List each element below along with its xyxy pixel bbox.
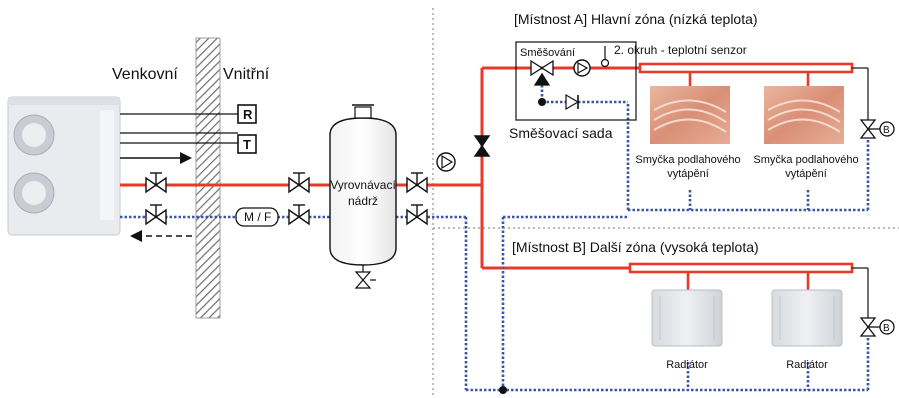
loop1-label-line1: Smyčka podlahového (635, 154, 740, 166)
valve-icon (146, 173, 166, 192)
valve-icon (146, 205, 166, 224)
sensor-r-label: R (243, 107, 253, 122)
manifold-b (630, 264, 852, 272)
zone-a-title: [Místnost A] Hlavní zóna (nízká teplota) (514, 11, 758, 27)
tank-label-line1: Vyrovnávací (330, 178, 396, 192)
tank-label-line2: nádrž (348, 194, 378, 208)
bypass-b-label: B (883, 323, 890, 334)
wall (196, 38, 220, 318)
junction-dot (499, 386, 507, 394)
mf-label: M / F (244, 210, 271, 224)
valve-icon (407, 173, 427, 192)
bypass-a-label: B (883, 125, 890, 136)
sensor-label: 2. okruh - teplotní senzor (614, 43, 747, 57)
thermometer-icon (602, 46, 609, 67)
pump-icon (437, 153, 455, 171)
radiator (652, 290, 722, 346)
label-outdoor: Venkovní (112, 66, 178, 83)
zone-b-title: [Místnost B] Další zóna (vysoká teplota) (512, 239, 759, 255)
radiator2-label: Radiátor (786, 359, 828, 371)
sensor-t-label: T (243, 137, 251, 152)
arrow-left-icon (130, 230, 142, 242)
mixing-kit-label: Směšovací sada (509, 125, 613, 141)
radiator1-label: Radiátor (666, 359, 708, 371)
mixing-label: Směšování (520, 47, 575, 59)
floor-heating-loop (650, 86, 730, 144)
loop1-label-line2: vytápění (667, 168, 709, 180)
manifold-a (640, 64, 852, 72)
junction-dot (538, 98, 546, 106)
valve-icon (289, 173, 309, 192)
valve-icon (475, 136, 489, 156)
loop2-label-line2: vytápění (785, 168, 827, 180)
valve-icon (407, 205, 427, 224)
loop2-label-line1: Smyčka podlahového (753, 154, 858, 166)
check-valve-icon (566, 95, 578, 109)
floor-heating-loop (764, 86, 844, 144)
outdoor-unit (8, 97, 120, 235)
pump-icon (574, 60, 590, 76)
radiator (772, 290, 842, 346)
return-pipes (120, 85, 868, 390)
valve-icon (289, 205, 309, 224)
label-indoor: Vnitřní (223, 66, 270, 83)
arrow-right-icon (180, 152, 192, 164)
mixing-valve-icon (531, 61, 553, 85)
